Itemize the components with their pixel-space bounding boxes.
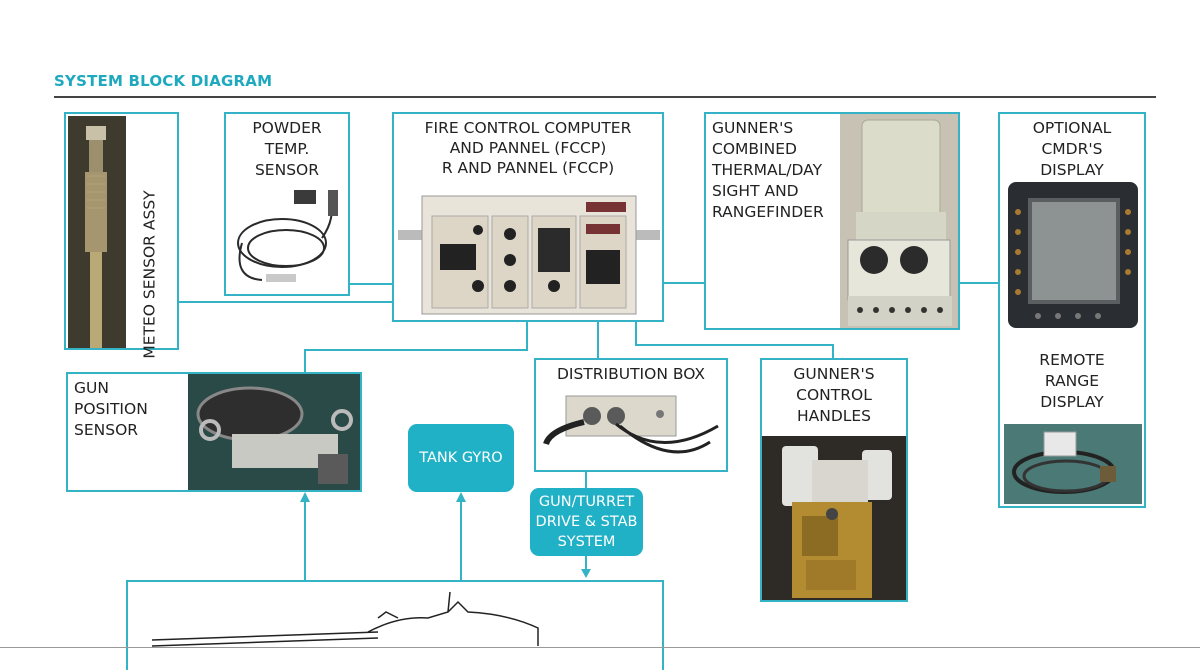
meteo-sensor-photo bbox=[68, 116, 126, 348]
gun-position-sensor-photo bbox=[188, 374, 360, 490]
powder-temp-sensor-block: POWDER TEMP. SENSOR bbox=[224, 112, 350, 296]
gun-position-sensor-label: GUN POSITION SENSOR bbox=[74, 379, 148, 439]
cmdr-display-block: OPTIONAL CMDR'S DISPLAY REMOTE RANGE DIS… bbox=[998, 112, 1146, 508]
control-handles-block: GUNNER'S CONTROL HANDLES bbox=[760, 358, 908, 602]
page-bottom-rule bbox=[0, 647, 1200, 648]
fire-control-computer-label: FIRE CONTROL COMPUTER AND PANNEL (FCCP) … bbox=[424, 119, 632, 177]
meteo-sensor-label: METEO SENSOR ASSY bbox=[140, 190, 159, 359]
title-rule bbox=[54, 96, 1156, 98]
gunner-sight-photo bbox=[840, 114, 958, 328]
tank-gyro-block: TANK GYRO bbox=[408, 424, 514, 492]
connection-lines bbox=[178, 282, 998, 580]
distribution-box-photo bbox=[543, 395, 719, 454]
remote-range-display-label: REMOTE RANGE DISPLAY bbox=[1039, 351, 1105, 411]
remote-range-display-photo bbox=[1004, 424, 1142, 504]
fccp-panel-photo bbox=[398, 195, 660, 315]
gunner-sight-label: GUNNER'S COMBINED THERMAL/DAY SIGHT AND … bbox=[712, 119, 824, 221]
cmdr-display-photo bbox=[1008, 182, 1138, 328]
distribution-box-block: DISTRIBUTION BOX bbox=[534, 358, 728, 472]
cmdr-display-label: OPTIONAL CMDR'S DISPLAY bbox=[1032, 119, 1112, 179]
distribution-box-label: DISTRIBUTION BOX bbox=[556, 365, 706, 383]
fire-control-computer-block: FIRE CONTROL COMPUTER AND PANNEL (FCCP) … bbox=[392, 112, 664, 322]
tank-hull-block bbox=[126, 580, 664, 670]
tank-silhouette bbox=[151, 591, 539, 647]
control-handles-photo bbox=[762, 436, 906, 600]
meteo-sensor-label-wrap: METEO SENSOR ASSY bbox=[140, 190, 164, 358]
diagram-title: SYSTEM BLOCK DIAGRAM bbox=[54, 72, 273, 90]
powder-sensor-photo bbox=[237, 190, 338, 282]
control-handles-label: GUNNER'S CONTROL HANDLES bbox=[793, 365, 875, 425]
gunner-sight-block: GUNNER'S COMBINED THERMAL/DAY SIGHT AND … bbox=[704, 112, 960, 330]
gun-position-sensor-block: GUN POSITION SENSOR bbox=[66, 372, 362, 492]
gun-turret-drive-block: GUN/TURRET DRIVE & STAB SYSTEM bbox=[530, 488, 643, 556]
meteo-sensor-block: METEO SENSOR ASSY bbox=[64, 112, 179, 359]
powder-temp-sensor-label: POWDER TEMP. SENSOR bbox=[252, 119, 322, 179]
